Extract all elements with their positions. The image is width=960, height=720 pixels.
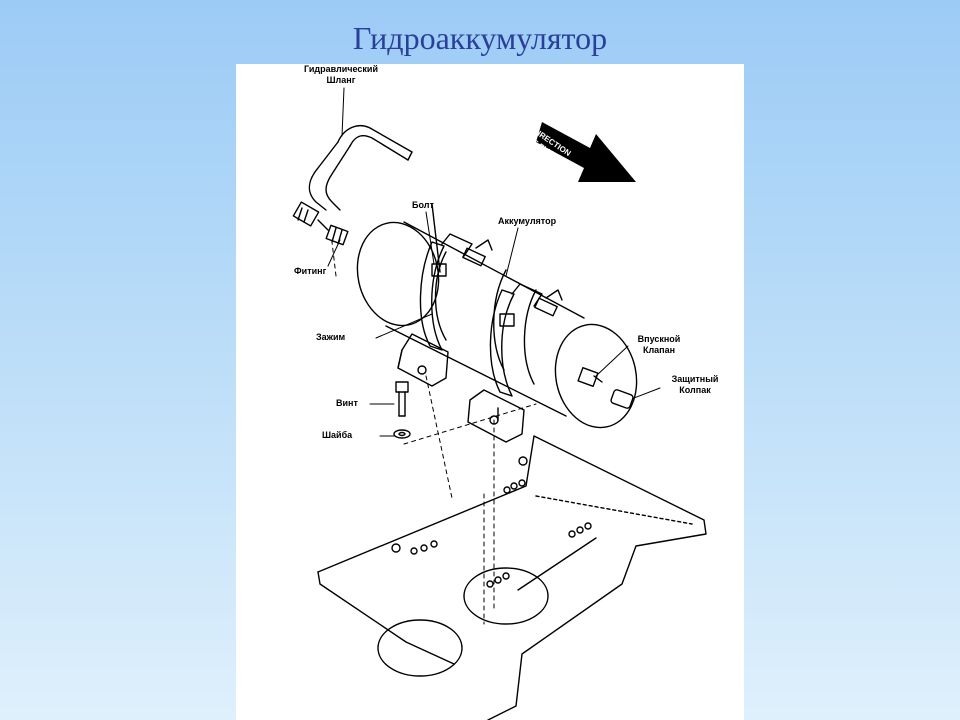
- diagram-drawing: [292, 87, 707, 720]
- inlet-valve: [577, 366, 603, 388]
- label-accumulator: Аккумулятор: [498, 216, 557, 226]
- brackets: [397, 333, 525, 443]
- label-inlet-valve: Впускной Клапан: [637, 334, 681, 355]
- accumulator-diagram: Гидравлический Шланг DIRECTION OF FLIGHT…: [236, 64, 744, 720]
- protective-cap: [610, 389, 634, 409]
- mounting-plate: [317, 435, 707, 720]
- clamps: [419, 233, 563, 397]
- label-washer: Шайба: [322, 430, 353, 440]
- label-protective-cap: Защитный Колпак: [671, 374, 719, 395]
- bolt: [431, 203, 515, 327]
- direction-arrow: [536, 122, 636, 182]
- slide-title: Гидроаккумулятор: [352, 20, 608, 56]
- label-bolt: Болт: [412, 200, 434, 210]
- hydraulic-hose: [292, 124, 413, 227]
- label-fitting: Фитинг: [294, 266, 327, 276]
- label-clamp: Зажим: [316, 332, 346, 342]
- accumulator-body: [356, 221, 638, 429]
- screw-and-washer: [393, 381, 411, 439]
- fitting: [317, 219, 349, 246]
- label-hydraulic-hose: Гидравлический Шланг: [304, 64, 378, 85]
- label-screw: Винт: [336, 398, 358, 408]
